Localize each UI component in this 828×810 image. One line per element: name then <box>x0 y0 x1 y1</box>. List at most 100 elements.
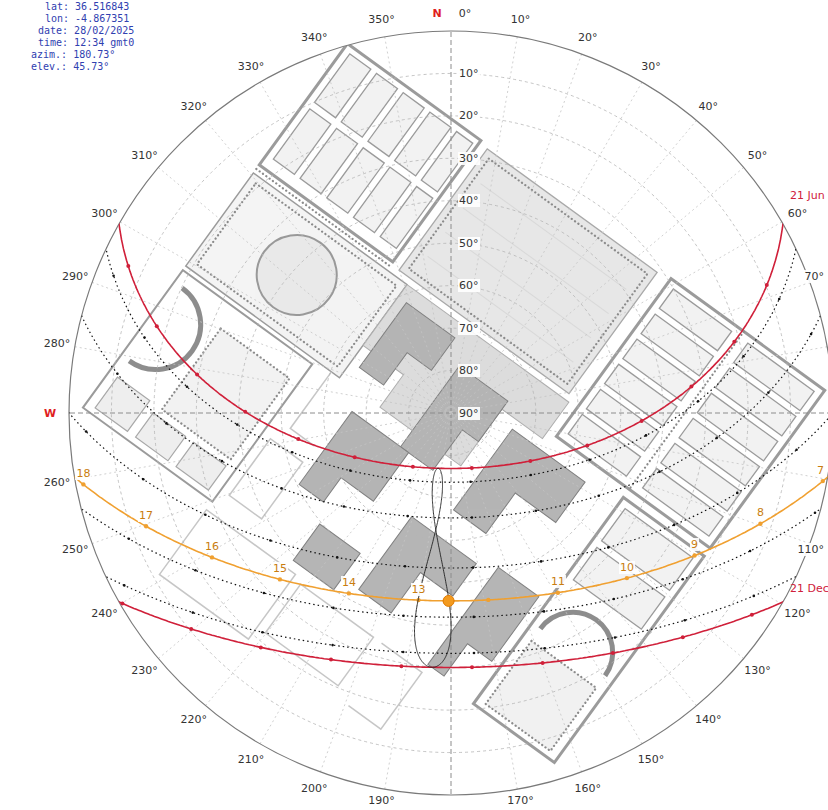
hour-dot <box>411 465 415 469</box>
azimuth-label: 330° <box>237 60 266 73</box>
hour-label: 18 <box>75 467 91 480</box>
position-readout: elev.: 45.73° <box>31 61 109 73</box>
hour-dot <box>269 539 272 542</box>
hour-label: 10 <box>619 561 635 574</box>
position-readout: lon: -4.867351 <box>45 13 129 25</box>
azimuth-line <box>451 413 828 414</box>
azimuth-line <box>69 413 451 414</box>
hour-dot <box>767 391 770 394</box>
hour-dot <box>186 386 189 389</box>
azimuth-label: 350° <box>367 13 396 26</box>
sun-paths <box>54 195 828 670</box>
horizon-circle <box>69 31 828 795</box>
azimuth-line <box>206 413 452 706</box>
azimuth-label: 240° <box>90 607 119 620</box>
azimuth-line <box>451 413 782 604</box>
hour-dot <box>278 577 282 581</box>
hour-dot <box>142 478 145 481</box>
monthly-sun-path <box>54 394 828 568</box>
hour-dot <box>85 430 88 433</box>
hour-dot <box>810 333 813 336</box>
hour-dot <box>765 283 769 287</box>
hour-dot <box>116 372 119 375</box>
hour-dot <box>189 627 193 631</box>
hour-dot <box>126 264 130 268</box>
azimuth-label: 70° <box>804 270 826 283</box>
hour-dot <box>291 451 294 454</box>
hour-dot <box>543 647 546 650</box>
hour-dot <box>280 487 283 490</box>
azimuth-label: 170° <box>506 794 535 807</box>
azimuth-label: 30° <box>640 60 662 73</box>
analemma <box>415 468 452 667</box>
hour-dot <box>749 550 752 553</box>
hour-dot <box>697 400 700 403</box>
azimuth-label: 20° <box>577 31 599 44</box>
azimuth-label: 150° <box>637 753 666 766</box>
azimuth-line <box>451 413 810 544</box>
azimuth-line <box>260 413 451 744</box>
azimuth-label: 210° <box>237 753 266 766</box>
hour-dot <box>296 437 300 441</box>
azimuth-label: 190° <box>367 794 396 807</box>
hour-dot <box>210 555 214 559</box>
azimuth-line <box>158 168 451 414</box>
azimuth-label: 290° <box>61 270 90 283</box>
hour-dot <box>155 324 159 328</box>
hour-dot <box>331 644 334 647</box>
hour-dot <box>194 569 197 572</box>
elevation-label: 80° <box>458 364 480 377</box>
hour-dot <box>81 482 85 486</box>
hour-dot <box>349 469 352 472</box>
hour-dot <box>263 592 266 595</box>
hour-dot <box>588 458 591 461</box>
hour-dot <box>332 607 335 610</box>
azimuth-line <box>451 222 782 413</box>
monthly-sun-path <box>82 564 819 653</box>
hour-dot <box>778 298 781 301</box>
hour-label: 17 <box>138 509 154 522</box>
azimuth-line <box>206 120 452 413</box>
hour-dot <box>750 613 754 617</box>
position-readout: lat: 36.516843 <box>45 1 129 13</box>
azimuth-label: 250° <box>61 543 90 556</box>
hour-dot <box>742 355 745 358</box>
hour-dot <box>473 616 476 619</box>
hour-dot <box>640 419 644 423</box>
azimuth-label: 340° <box>300 31 329 44</box>
hour-dot <box>597 495 600 498</box>
azimuth-line <box>451 82 642 413</box>
hour-dot <box>402 614 405 617</box>
azimuth-label: 140° <box>694 713 723 726</box>
hour-dot <box>611 651 615 655</box>
hour-dot <box>732 340 736 344</box>
hour-dot <box>343 505 346 508</box>
hour-dot <box>753 595 756 598</box>
hour-dot <box>535 510 538 513</box>
hour-dot <box>814 511 817 514</box>
azimuth-line <box>385 37 451 413</box>
hour-dot <box>736 492 739 495</box>
position-readout: time: 12:34 gmt0 <box>38 37 134 49</box>
azimuth-label: 60° <box>787 207 809 220</box>
hour-dot <box>259 645 263 649</box>
hour-dot <box>625 576 629 580</box>
azimuth-line <box>120 413 451 604</box>
azimuth-label: 260° <box>43 476 72 489</box>
hour-dot <box>681 578 684 581</box>
hour-dot <box>684 619 687 622</box>
hour-dot <box>795 448 798 451</box>
azimuth-label: 120° <box>783 607 812 620</box>
hour-dot <box>221 460 224 463</box>
azimuth-label: 320° <box>180 100 209 113</box>
elevation-label: 30° <box>458 152 480 165</box>
hour-dot <box>120 602 124 606</box>
hour-dot <box>758 522 762 526</box>
hour-dot <box>409 479 412 482</box>
hour-dot <box>821 479 825 483</box>
hour-label: 9 <box>690 538 699 551</box>
hour-dot <box>681 635 685 639</box>
azimuth-label: 0° <box>458 7 473 20</box>
